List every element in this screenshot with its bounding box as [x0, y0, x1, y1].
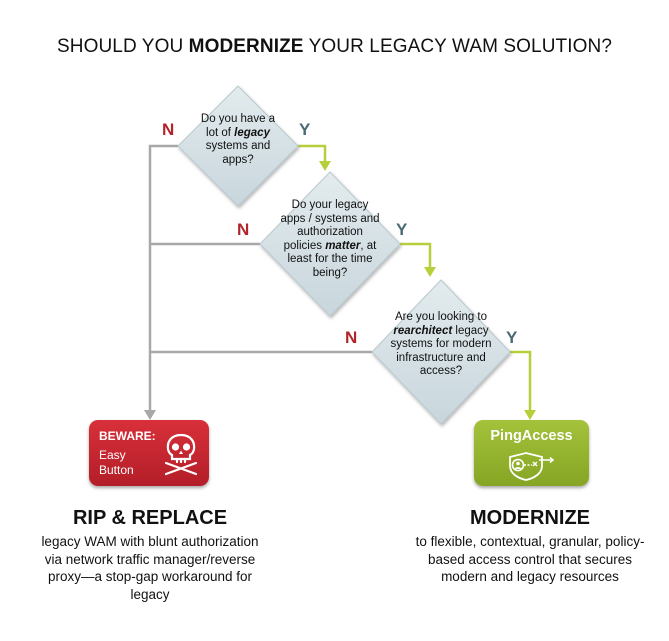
yes-label-2: Y [396, 220, 408, 239]
page-title: SHOULD YOU MODERNIZE YOUR LEGACY WAM SOL… [56, 36, 612, 57]
shield-access-icon [509, 452, 555, 481]
yes-path-3 [510, 350, 532, 412]
beware-line-2: Button [99, 463, 134, 477]
decision-diamond-2 [259, 171, 401, 317]
skull-crossbones-icon [164, 433, 198, 476]
question-3-text: Are you looking to rearchitect legacy sy… [390, 311, 492, 377]
no-path-1 [148, 144, 178, 412]
yes-path-1 [298, 144, 327, 162]
decision-diamond-3 [371, 279, 511, 425]
rip-replace-description: legacy WAM with blunt authorization via … [41, 534, 259, 602]
no-label-3: N [345, 328, 358, 347]
modernize-description: to flexible, contextual, granular, polic… [415, 534, 645, 584]
yes-label-3: Y [506, 328, 518, 347]
decision-diamond-1 [177, 85, 299, 207]
question-2-text: Do your legacy apps / systems and author… [280, 199, 380, 279]
modernize-title: MODERNIZE [470, 507, 590, 529]
yes-arrowhead-3 [524, 410, 536, 420]
yes-label-1: Y [299, 120, 311, 139]
beware-line-1: Easy [99, 448, 126, 462]
pingaccess-name: PingAccess [490, 428, 573, 444]
beware-heading: BEWARE: [99, 429, 156, 443]
yes-path-2 [400, 242, 432, 268]
pingaccess-box: PingAccess [474, 420, 589, 486]
no-arrowhead [144, 410, 156, 420]
yes-arrowhead-1 [319, 161, 331, 171]
rip-replace-title: RIP & REPLACE [72, 507, 228, 529]
no-label-1: N [162, 120, 175, 139]
beware-easy-button-box: BEWARE: Easy Button [89, 420, 209, 486]
no-label-2: N [237, 220, 250, 239]
question-1-text: Do you have a lot of legacy systems and … [200, 113, 276, 166]
yes-arrowhead-2 [424, 267, 436, 277]
